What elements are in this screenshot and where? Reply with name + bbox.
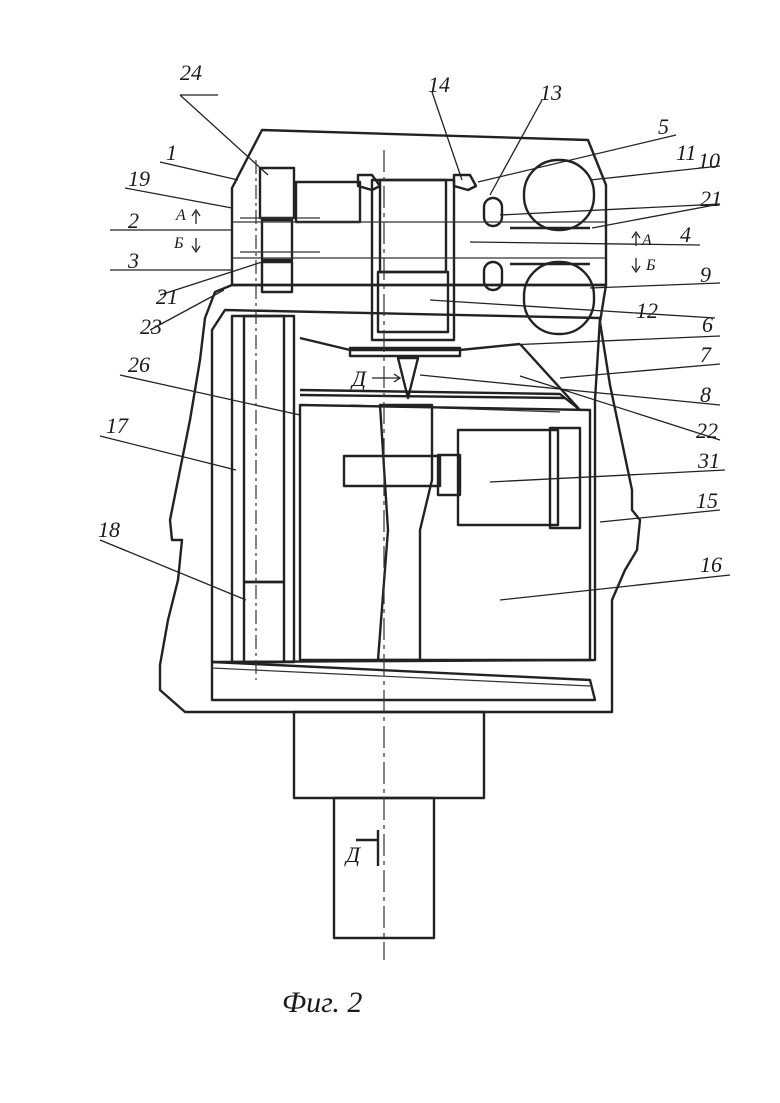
section-marks: А Б А Б Д Д <box>173 207 656 867</box>
label-8: 8 <box>700 382 711 407</box>
label-13: 13 <box>540 80 562 105</box>
motor-31 <box>458 430 558 525</box>
mark-b-right: Б <box>645 257 656 274</box>
label-17: 17 <box>106 413 129 438</box>
part-labels: 24 1 19 2 3 21 23 26 17 18 14 13 5 11 10… <box>98 60 722 577</box>
cone-channel <box>378 405 432 660</box>
capsule-9 <box>524 262 594 334</box>
mark-d-bottom: Д <box>344 842 361 867</box>
capsule-10 <box>524 160 594 230</box>
plug-18 <box>244 582 284 662</box>
leader-lines <box>100 92 730 600</box>
label-19: 19 <box>128 166 150 191</box>
label-11: 11 <box>676 140 696 165</box>
top-flange-14 <box>454 175 476 190</box>
label-14: 14 <box>428 72 450 97</box>
disk <box>350 348 460 356</box>
label-5: 5 <box>658 114 669 139</box>
label-26: 26 <box>128 352 150 377</box>
label-6: 6 <box>702 312 713 337</box>
label-15: 15 <box>696 488 718 513</box>
bottom-plate <box>212 662 595 700</box>
label-12: 12 <box>636 298 658 323</box>
lower-block <box>300 405 590 660</box>
membrane-assembly <box>300 338 580 412</box>
left-channel <box>296 182 360 222</box>
mark-a-left: А <box>175 207 186 224</box>
label-10: 10 <box>698 148 720 173</box>
label-7: 7 <box>700 342 712 367</box>
label-21-right: 21 <box>700 186 722 211</box>
socket <box>344 456 440 486</box>
label-16: 16 <box>700 552 722 577</box>
mark-a-right: А <box>641 232 652 249</box>
left-insert-bottom <box>262 262 292 292</box>
collar <box>294 712 484 798</box>
label-31: 31 <box>697 448 720 473</box>
label-2: 2 <box>128 208 139 233</box>
motor-shaft <box>438 455 460 495</box>
left-insert-lower <box>262 220 292 260</box>
label-21-left: 21 <box>156 284 178 309</box>
left-insert-24 <box>260 168 294 218</box>
mark-b-left: Б <box>173 235 184 252</box>
pipe-bore <box>244 316 284 582</box>
label-9: 9 <box>700 262 711 287</box>
label-3: 3 <box>127 248 139 273</box>
mark-d-top: Д <box>350 366 367 391</box>
block-16 <box>300 405 590 660</box>
label-4: 4 <box>680 222 691 247</box>
label-23: 23 <box>140 314 162 339</box>
label-24: 24 <box>180 60 202 85</box>
label-18: 18 <box>98 517 120 542</box>
tube-insert <box>378 272 448 332</box>
label-22: 22 <box>696 418 718 443</box>
label-1: 1 <box>166 140 177 165</box>
top-flange-5 <box>358 175 380 190</box>
figure-caption: Фиг. 2 <box>282 986 362 1019</box>
